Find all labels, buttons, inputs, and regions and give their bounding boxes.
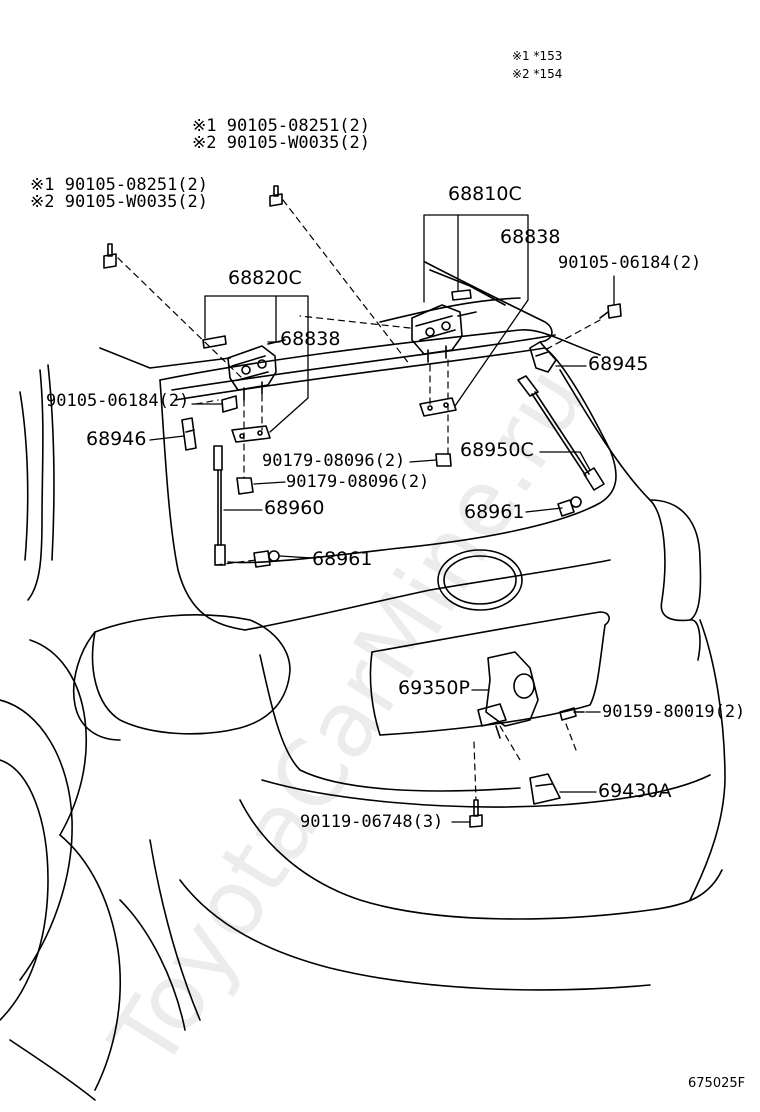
- bolt-drawings: [103, 185, 622, 828]
- label-bracket-68946: 68946: [86, 428, 147, 450]
- label-bolt-right-06184: 90105-06184(2): [558, 253, 702, 273]
- label-hinge-68810c-sub: 68838: [500, 226, 561, 248]
- label-damper-68950c: 68950C: [460, 439, 534, 461]
- label-screw-90159: 90159-80019(2): [602, 702, 746, 722]
- damper-drawings: [213, 375, 605, 566]
- label-bolt-left-06184: 90105-06184(2): [46, 391, 190, 411]
- label-hinge-68820c: 68820C: [228, 267, 302, 289]
- label-bolt-a2: ※2 90105-W0035(2): [192, 133, 371, 153]
- label-damper-68960: 68960: [264, 497, 325, 519]
- striker-drawing: [529, 773, 561, 805]
- car-body-outline: [0, 261, 726, 1101]
- diagram-id: 675025F: [688, 1076, 746, 1091]
- bracket-drawings: [181, 341, 557, 451]
- label-nut-1: 90179-08096(2): [262, 451, 406, 471]
- label-lock-69350p: 69350P: [398, 677, 470, 699]
- label-nut-2: 90179-08096(2): [286, 472, 430, 492]
- label-ball-stud-left: 68961: [312, 548, 373, 570]
- lock-drawing: [477, 651, 539, 739]
- leader-lines: [149, 214, 615, 823]
- hinge-68810c-drawing: [411, 289, 477, 417]
- assembly-dashed-lines: [117, 199, 601, 801]
- legend-note-1: ※1 *153: [512, 49, 563, 63]
- label-bolt-b2: ※2 90105-W0035(2): [30, 192, 209, 212]
- label-hinge-68820c-sub: 68838: [280, 328, 341, 350]
- nut-drawings: [236, 453, 582, 568]
- label-bolt-a1: ※1 90105-08251(2): [192, 116, 371, 136]
- label-hinge-68810c: 68810C: [448, 183, 522, 205]
- legend-note-2: ※2 *154: [512, 67, 563, 81]
- label-bolt-b1: ※1 90105-08251(2): [30, 175, 209, 195]
- label-ball-stud-right: 68961: [464, 501, 525, 523]
- label-striker-69430a: 69430A: [598, 780, 672, 802]
- label-bracket-68945: 68945: [588, 353, 649, 375]
- label-bolt-90119: 90119-06748(3): [300, 812, 444, 832]
